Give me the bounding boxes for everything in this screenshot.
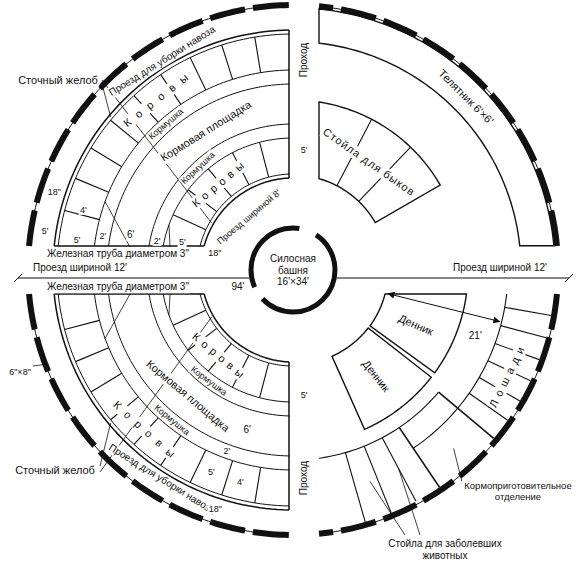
band-outline <box>332 328 431 429</box>
dimension: 4' <box>79 205 88 215</box>
stall-divider <box>260 142 269 177</box>
callout-label: Стойла для заболевших животных <box>382 538 508 561</box>
dimension: 5' <box>41 226 50 236</box>
stall-divider <box>76 178 109 192</box>
calf-pen-band: Телятник 6'×6' <box>315 5 558 250</box>
dimension: 5' <box>207 467 216 477</box>
node-label: Денник <box>359 357 393 395</box>
box-stall: Денник <box>366 290 470 377</box>
dimension: 2' <box>153 236 162 246</box>
dimension: 5' <box>300 145 309 155</box>
stall-divider <box>65 320 100 329</box>
node-label: Стойла для быков <box>319 125 418 199</box>
stall-divider <box>173 215 206 230</box>
dimension: 21' <box>468 331 483 343</box>
area-label: Проезд шириной 12' <box>452 262 548 274</box>
node-label: Денник <box>396 311 436 338</box>
stall-divider <box>260 363 269 398</box>
row-line <box>94 294 289 470</box>
callout-label: Сточный желоб <box>14 464 96 477</box>
area-label: Проезд шириной 12' <box>32 262 128 274</box>
box-stall-outline <box>366 290 470 377</box>
callout-label: 6"×8" <box>8 367 32 377</box>
area-label: Проход <box>298 460 310 496</box>
silo-circle: Силосная башня 16'×34' <box>247 224 339 316</box>
leader-line <box>399 469 420 535</box>
callout-label: Железная труба диаметром 3" <box>46 248 190 260</box>
dimension-tick <box>14 274 22 282</box>
row-line <box>109 294 289 456</box>
silo-wall <box>251 228 335 312</box>
leader-line <box>169 294 170 315</box>
dimension: 18" <box>208 504 223 514</box>
bull-stalls-band: Стойла для быков <box>315 98 444 227</box>
stall-divider <box>91 373 122 392</box>
band-outline <box>319 9 554 246</box>
band-outline <box>370 294 466 373</box>
dimension: 2' <box>223 446 232 456</box>
leader-line <box>169 225 170 247</box>
leader-line <box>454 448 462 482</box>
row-line <box>149 294 289 416</box>
row-end-wall <box>288 362 290 510</box>
callout-label: Железная труба диаметром 3" <box>46 281 190 293</box>
dimension: 5' <box>178 237 187 247</box>
dimension: 5' <box>73 234 82 244</box>
node-label: Телятник 6'×6' <box>436 66 497 127</box>
stall-divider <box>190 450 206 482</box>
dimension: 18" <box>207 248 222 258</box>
row-end-wall <box>288 30 290 178</box>
stall-divider <box>222 45 233 79</box>
partition <box>439 392 494 438</box>
stall-divider <box>364 446 391 513</box>
dimension: 2' <box>99 231 108 241</box>
outer-wall <box>319 6 557 246</box>
stall-divider <box>505 307 551 315</box>
row-line <box>413 294 506 448</box>
area-label: Кормушка <box>146 106 186 143</box>
dimension: 18" <box>47 187 62 197</box>
dimension: 5' <box>300 390 309 400</box>
outer-wall <box>319 6 557 246</box>
dimension: 6' <box>242 424 251 436</box>
stall-divider <box>222 461 233 495</box>
row-end-wall <box>54 293 204 295</box>
band-outline <box>319 102 440 223</box>
dimension-line <box>18 278 249 279</box>
dimension: 94' <box>230 281 245 293</box>
partition <box>399 428 439 488</box>
callout-label: Кормоприготовительное отделение <box>458 481 578 503</box>
leader-line <box>105 294 130 338</box>
stall-divider <box>173 310 206 325</box>
dimension-line <box>337 278 569 279</box>
area-label: Проезд шириной 8' <box>214 187 283 247</box>
dimension: 6' <box>126 230 135 242</box>
outer-wall <box>29 294 289 535</box>
dimension-tick <box>565 274 573 282</box>
area-label: Проход <box>298 42 310 78</box>
area-label: Лошади <box>486 339 529 410</box>
stall-divider <box>91 148 122 167</box>
stall-divider <box>255 467 261 503</box>
stall-divider <box>255 37 261 73</box>
node-label: Силосная башня 16'×34' <box>263 253 323 288</box>
leader-line <box>33 364 48 366</box>
row-line <box>319 392 439 458</box>
stall-divider <box>501 326 546 338</box>
callout-label: Сточный желоб <box>17 74 99 87</box>
dimension: 4' <box>236 476 245 486</box>
box-stall: Денник <box>328 324 435 433</box>
leader-line <box>370 481 405 535</box>
stall-divider <box>345 453 365 522</box>
row-line <box>149 124 289 246</box>
outer-wall <box>29 294 289 535</box>
stall-divider <box>76 348 109 362</box>
row-line <box>94 70 289 246</box>
calf-pen-band-outline <box>315 5 558 250</box>
